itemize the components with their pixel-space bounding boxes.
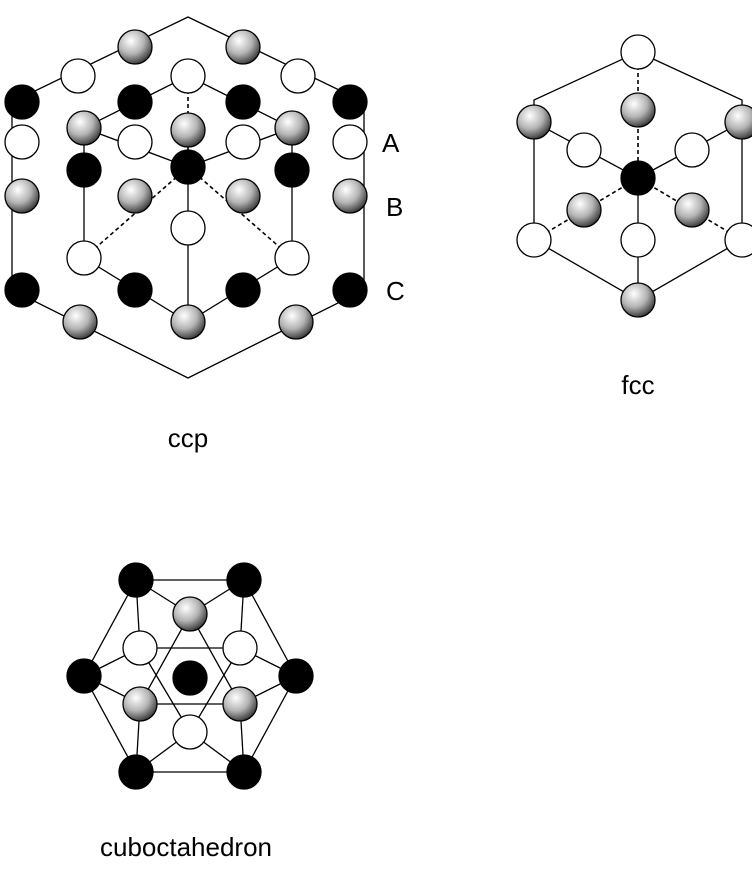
- shaded-atom-b: [122, 686, 158, 722]
- shaded-atom-b: [620, 92, 656, 128]
- open-atom-a: [122, 630, 158, 666]
- filled-atom-c: [118, 562, 154, 598]
- shaded-atom-b: [278, 304, 314, 340]
- shaded-atom-b: [4, 178, 40, 214]
- open-atom-a: [674, 132, 710, 168]
- hidden-edge: [187, 166, 293, 259]
- inner-triangle: [138, 612, 242, 705]
- open-atom-a: [172, 714, 208, 750]
- filled-atom-c: [226, 754, 262, 790]
- shaded-atom-b: [66, 110, 102, 146]
- filled-atom-c: [620, 160, 656, 196]
- shaded-atom-b: [674, 192, 710, 228]
- filled-atom-c: [66, 152, 102, 188]
- filled-atom-c: [117, 84, 153, 120]
- filled-atom-c: [4, 272, 40, 308]
- filled-atom-c: [4, 84, 40, 120]
- open-atom-a: [332, 124, 368, 160]
- cuboctahedron-caption: cuboctahedron: [100, 832, 272, 862]
- filled-atom-c: [226, 562, 262, 598]
- filled-atom-c: [225, 84, 261, 120]
- shaded-atom-b: [225, 178, 261, 214]
- shaded-atom-b: [170, 304, 206, 340]
- shaded-atom-b: [222, 686, 258, 722]
- shaded-atom-b: [566, 192, 602, 228]
- open-atom-a: [620, 34, 656, 70]
- inner-triangle: [138, 647, 242, 734]
- layer-label-b: B: [386, 192, 403, 222]
- open-atom-a: [274, 240, 310, 276]
- open-atom-a: [566, 132, 602, 168]
- open-atom-a: [724, 222, 752, 258]
- filled-atom-c: [118, 754, 154, 790]
- filled-atom-c: [225, 272, 261, 308]
- shaded-atom-b: [62, 304, 98, 340]
- open-atom-a: [117, 124, 153, 160]
- open-atom-a: [280, 58, 316, 94]
- open-atom-a: [225, 124, 261, 160]
- shaded-atom-b: [117, 178, 153, 214]
- filled-atom-c: [117, 272, 153, 308]
- filled-atom-c: [274, 152, 310, 188]
- open-atom-a: [222, 630, 258, 666]
- ccp-caption: ccp: [168, 423, 208, 453]
- filled-atom-c: [66, 658, 102, 694]
- shaded-atom-b: [516, 104, 552, 140]
- layer-label-c: C: [386, 276, 405, 306]
- hidden-edge: [637, 177, 743, 241]
- shaded-atom-b: [170, 112, 206, 148]
- open-atom-a: [620, 222, 656, 258]
- hidden-edge: [533, 177, 639, 241]
- hidden-edge: [83, 166, 189, 259]
- shaded-atom-b: [117, 29, 153, 65]
- cuboctahedron-diagram: cuboctahedron: [66, 562, 314, 862]
- fcc-diagram: fcc: [516, 34, 752, 400]
- filled-atom-c: [278, 658, 314, 694]
- fcc-caption: fcc: [621, 370, 654, 400]
- filled-atom-c: [172, 660, 208, 696]
- shaded-atom-b: [225, 29, 261, 65]
- layer-label-a: A: [382, 128, 400, 158]
- shaded-atom-b: [724, 104, 752, 140]
- open-atom-a: [60, 58, 96, 94]
- filled-atom-c: [332, 84, 368, 120]
- filled-atom-c: [170, 149, 206, 185]
- shaded-atom-b: [274, 110, 310, 146]
- open-atom-a: [4, 124, 40, 160]
- open-atom-a: [170, 58, 206, 94]
- open-atom-a: [66, 240, 102, 276]
- shaded-atom-b: [620, 282, 656, 318]
- filled-atom-c: [332, 272, 368, 308]
- open-atom-a: [170, 210, 206, 246]
- ccp-diagram: A B C ccp: [4, 16, 405, 453]
- shaded-atom-b: [332, 178, 368, 214]
- open-atom-a: [516, 222, 552, 258]
- shaded-atom-b: [172, 596, 208, 632]
